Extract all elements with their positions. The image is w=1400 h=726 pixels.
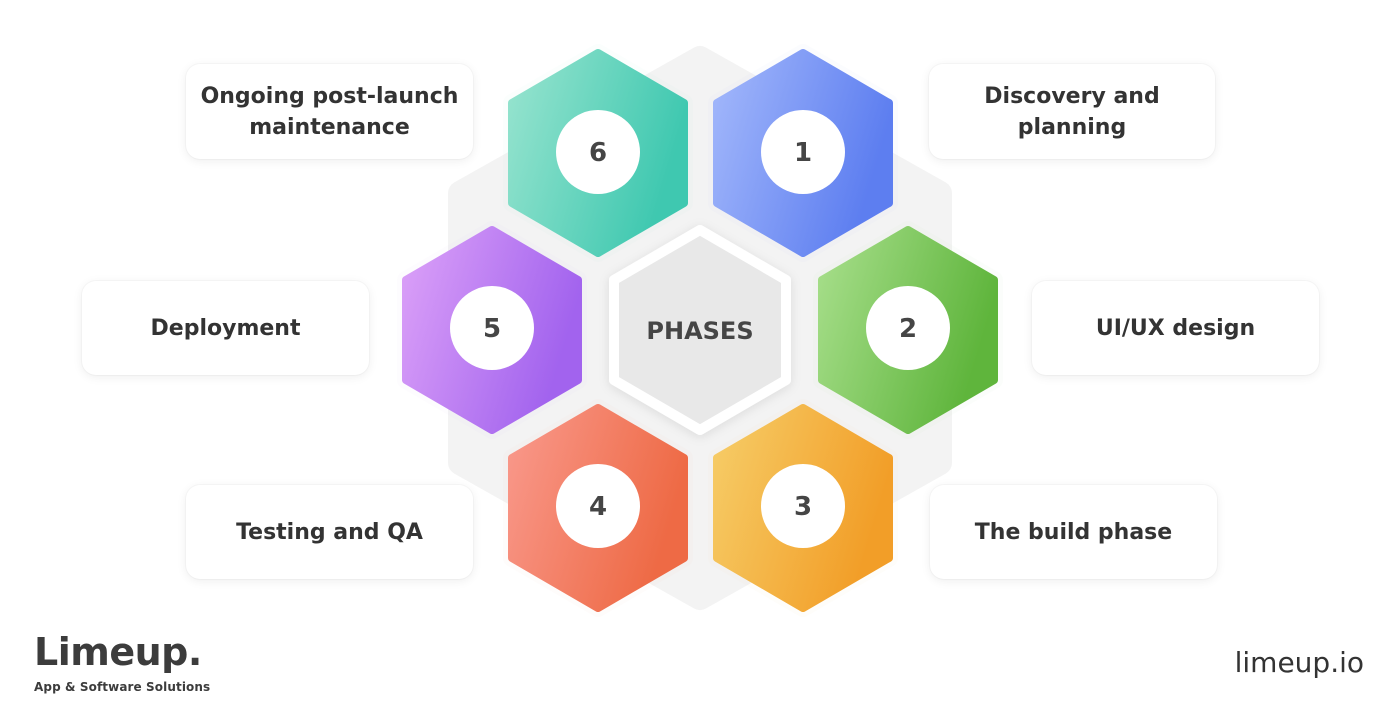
phase-label-3: The build phase [930,485,1217,579]
phase-number-2: 2 [899,314,917,344]
phase-number-6: 6 [589,138,607,168]
brand-tagline: App & Software Solutions [34,680,211,694]
brand-name: Limeup. [34,630,202,674]
website-url: limeup.io [1234,646,1364,679]
phase-label-1: Discovery and planning [929,64,1215,159]
phase-hexagon-6: 6 [508,49,688,257]
phase-label-2-text: UI/UX design [1095,315,1256,341]
phase-label-5: Deployment [82,281,369,375]
phase-hexagon-5: 5 [402,226,582,434]
phase-hexagon-1: 1 [713,49,893,257]
phase-label-3-text: The build phase [974,519,1173,545]
brand-logo: Limeup. App & Software Solutions [34,630,210,694]
phase-label-4-text: Testing and QA [236,519,423,545]
phase-label-1-text: Discovery and planning [984,83,1160,140]
phase-label-5-text: Deployment [150,315,301,341]
phase-label-2: UI/UX design [1032,281,1319,375]
phase-number-4: 4 [589,492,607,522]
phase-number-3: 3 [794,492,812,522]
phase-label-6: Ongoing post-launch maintenance [186,64,473,159]
phase-hexagon-3: 3 [713,404,893,612]
center-label: PHASES [646,317,753,345]
center-hexagon: PHASES [609,225,791,435]
phase-label-6-text: Ongoing post-launch maintenance [200,83,459,140]
phase-hexagon-4: 4 [508,404,688,612]
phase-number-5: 5 [483,314,501,344]
phase-hexagon-2: 2 [818,226,998,434]
phase-number-1: 1 [794,138,812,168]
phase-label-4: Testing and QA [186,485,473,579]
